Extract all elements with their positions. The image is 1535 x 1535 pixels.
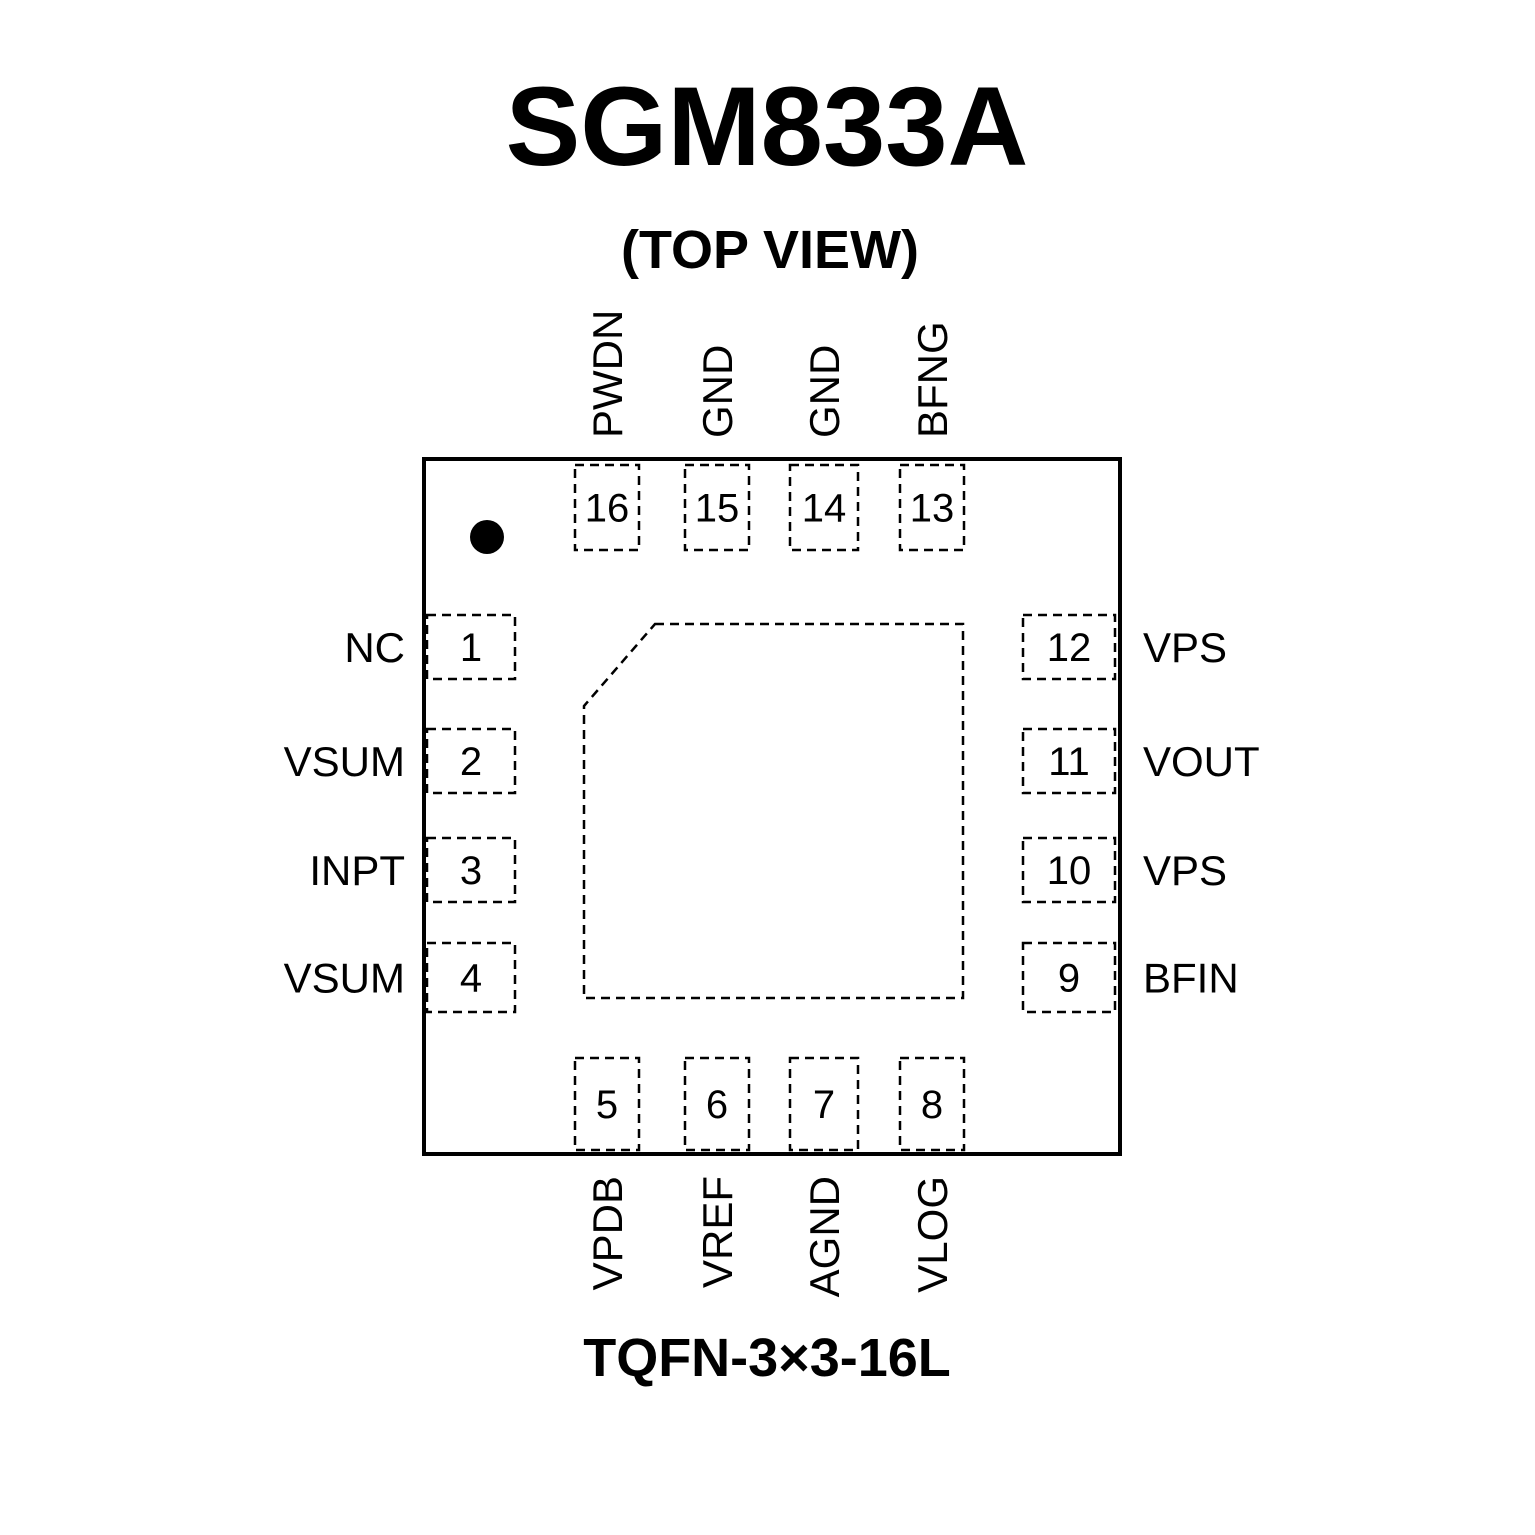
pin-name: VLOG: [909, 1176, 956, 1293]
pin-name: INPT: [309, 847, 405, 894]
pin-name: GND: [694, 345, 741, 438]
pin-pad: [573, 463, 641, 552]
view-label: (TOP VIEW): [621, 220, 919, 280]
pin-name: BFIN: [1143, 955, 1239, 1002]
pin-name: NC: [344, 624, 405, 671]
pin-name: VOUT: [1143, 738, 1260, 785]
pin-name: VPS: [1143, 624, 1227, 671]
pin-name: PWDN: [584, 310, 631, 438]
pin-13: 13 BFNG: [898, 321, 966, 552]
pin-pad: [425, 613, 517, 681]
pin-16: 16 PWDN: [573, 310, 641, 552]
pin-number: 13: [910, 487, 955, 531]
pin-number: 1: [460, 626, 482, 670]
pin-number: 10: [1047, 849, 1092, 893]
chip-title: SGM833A: [506, 64, 1029, 189]
pin-number: 7: [813, 1083, 835, 1127]
pin-name: AGND: [801, 1176, 848, 1297]
pin-name: VPDB: [584, 1176, 631, 1290]
pin-number: 16: [585, 487, 630, 531]
pin-pad: [425, 727, 517, 795]
pin-14: 14 GND: [788, 345, 860, 552]
pin-pad: [683, 463, 751, 552]
pin-number: 12: [1047, 626, 1092, 670]
exposed-pad: [582, 622, 965, 1000]
pin-pad: [1021, 613, 1117, 681]
pin-name: VSUM: [284, 738, 405, 785]
pin-name: VPS: [1143, 847, 1227, 894]
pin-name: VSUM: [284, 955, 405, 1002]
pin-11: 11 VOUT: [1021, 727, 1260, 795]
pin-number: 9: [1058, 957, 1080, 1001]
package-outline: [422, 457, 1122, 1156]
pin-3: 3 INPT: [309, 836, 517, 904]
pin1-marker-dot: [470, 520, 504, 554]
pin-name: VREF: [694, 1176, 741, 1288]
pin-number: 15: [695, 487, 740, 531]
pin-pad: [898, 463, 966, 552]
pin-2: 2 VSUM: [284, 727, 517, 795]
pin-name: GND: [801, 345, 848, 438]
pin-9: 9 BFIN: [1021, 941, 1239, 1014]
pin-pad: [573, 1056, 641, 1152]
pin-number: 6: [706, 1083, 728, 1127]
package-label: TQFN-3×3-16L: [583, 1328, 951, 1388]
pin-number: 14: [802, 487, 847, 531]
pin-15: 15 GND: [683, 345, 751, 552]
pin-number: 2: [460, 740, 482, 784]
pin-pad: [1021, 836, 1117, 904]
pin-number: 11: [1048, 740, 1090, 784]
pin-10: 10 VPS: [1021, 836, 1227, 904]
pin-pad: [425, 941, 517, 1014]
pin-number: 4: [460, 957, 482, 1001]
pin-number: 3: [460, 849, 482, 893]
pin-pad: [1021, 727, 1117, 795]
pin-pad: [425, 836, 517, 904]
pin-number: 8: [921, 1083, 943, 1127]
pin-pad: [788, 463, 860, 552]
pin-12: 12 VPS: [1021, 613, 1227, 681]
pin-name: BFNG: [909, 321, 956, 438]
pin-pad: [683, 1056, 751, 1152]
pin-pad: [898, 1056, 966, 1152]
pin-4: 4 VSUM: [284, 941, 517, 1014]
pin-1: 1 NC: [344, 613, 517, 681]
pin-number: 5: [596, 1083, 618, 1127]
pin-pad: [788, 1056, 860, 1152]
pin-pad: [1021, 941, 1117, 1014]
